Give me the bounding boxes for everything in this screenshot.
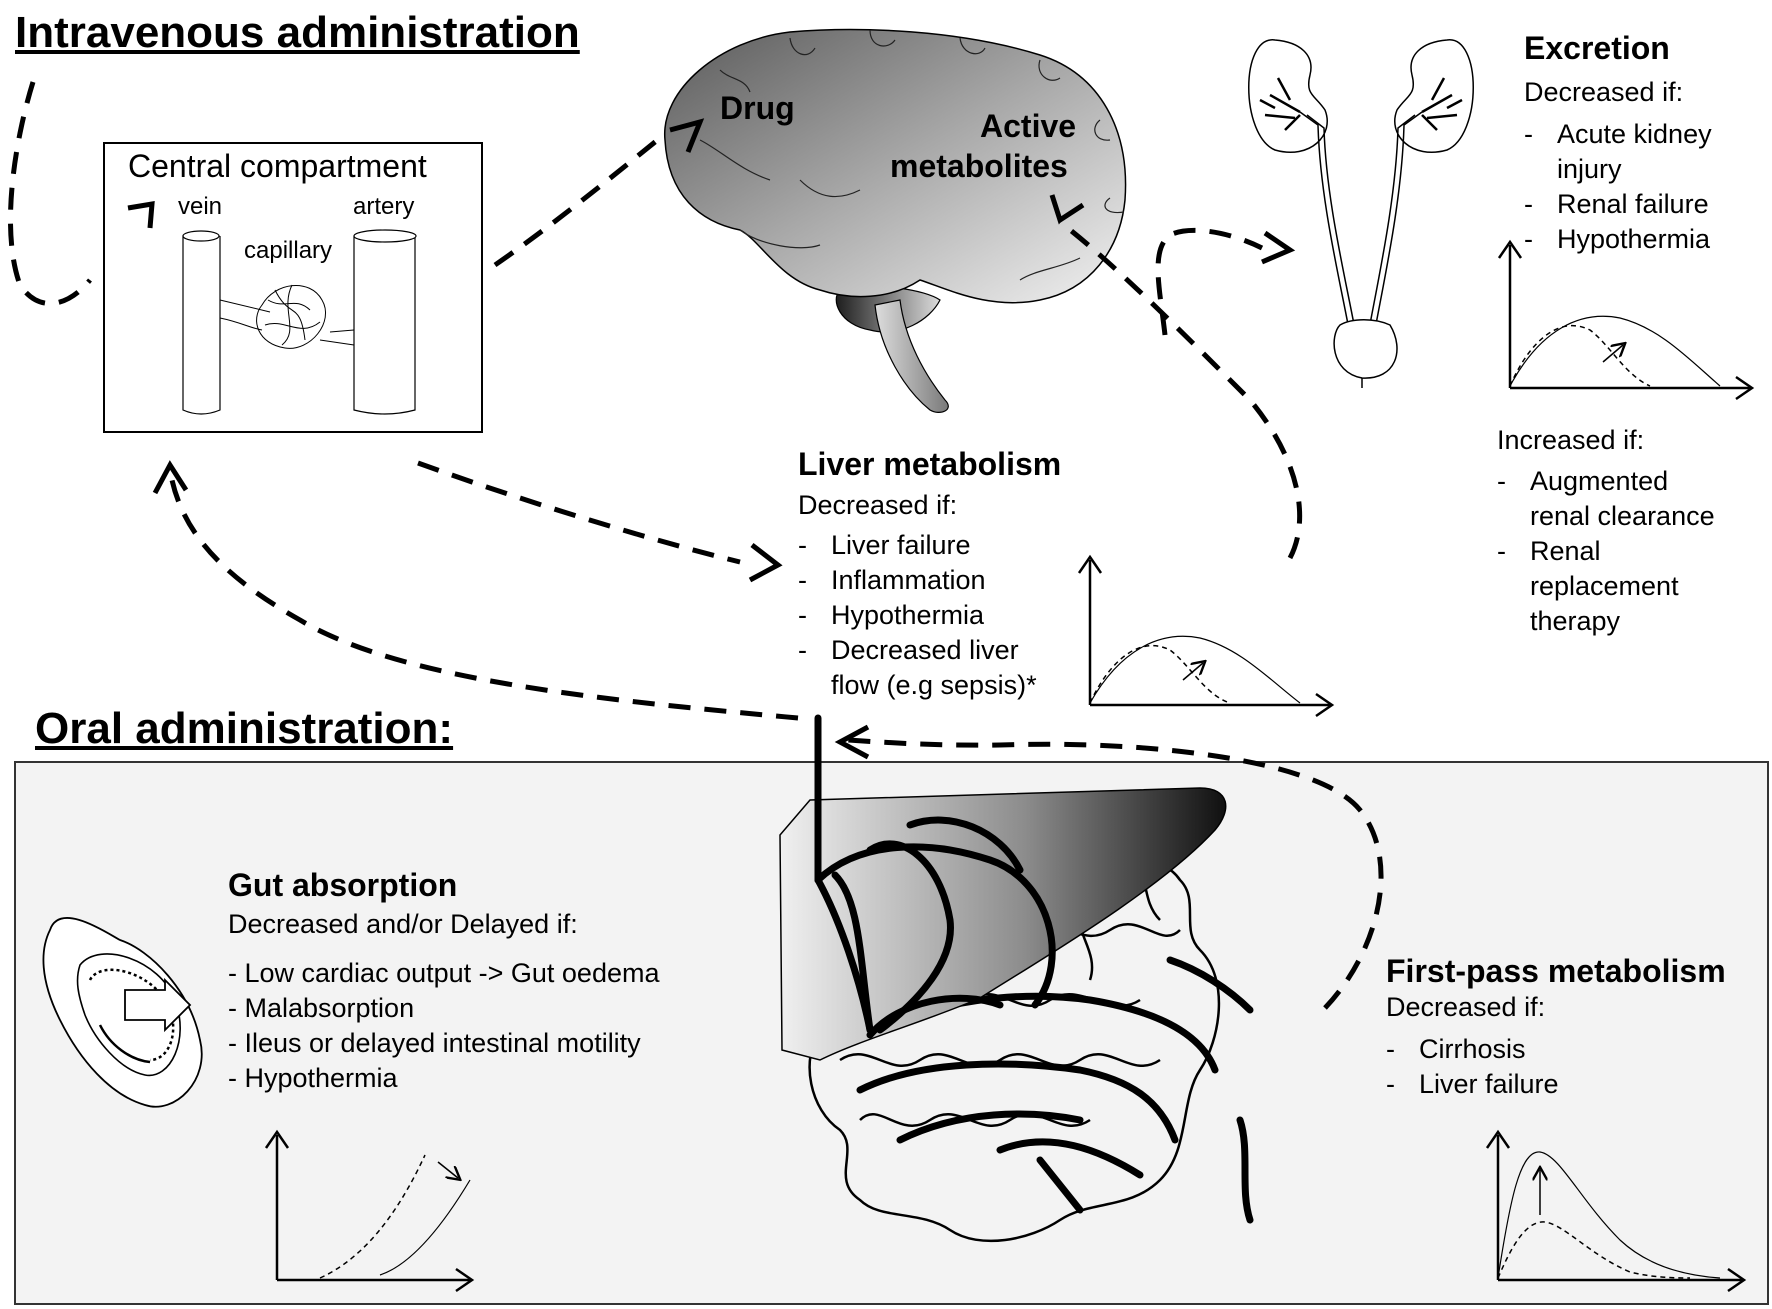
vein-label: vein <box>178 193 223 220</box>
kidney-illustration <box>1248 39 1474 388</box>
compartment-title: Central compartment <box>128 148 427 184</box>
gut-item-hypothermia: - Hypothermia <box>228 1063 398 1093</box>
excretion-item-hypothermia: Hypothermia <box>1557 224 1711 254</box>
excretion-item-renal-failure: Renal failure <box>1557 189 1709 219</box>
pk-curve-firstpass <box>1485 1129 1747 1293</box>
liver-item-sepsis: flow (e.g sepsis)* <box>831 670 1037 700</box>
pk-curve-excretion <box>1497 239 1755 401</box>
pk-curve-liver <box>1077 554 1335 718</box>
excretion-item-renal: Renal <box>1530 536 1601 566</box>
arrow-iv-to-compartment <box>7 81 92 306</box>
first-pass-heading: Decreased if: <box>1386 992 1546 1022</box>
intravenous-title: Intravenous administration <box>15 8 580 57</box>
excretion-decreased-list: -Acute kidney injury -Renal failure -Hyp… <box>1524 119 1712 254</box>
excretion-increased-heading: Increased if: <box>1497 425 1645 455</box>
brain-metabolites-line1: Active <box>980 108 1077 144</box>
arrow-firstpass-to-liver <box>847 737 1384 1010</box>
gut-absorption-heading: Decreased and/or Delayed if: <box>228 909 578 939</box>
brain-drug-label: Drug <box>720 90 795 126</box>
excretion-item-replacement: replacement <box>1530 571 1679 601</box>
excretion-decreased-heading: Decreased if: <box>1524 77 1684 107</box>
gut-item-cardiac-output: - Low cardiac output -> Gut oedema <box>228 958 660 988</box>
excretion-item-injury: injury <box>1557 154 1622 184</box>
gut-item-ileus: - Ileus or delayed intestinal motility <box>228 1028 641 1058</box>
liver-illustration <box>779 714 1227 1061</box>
liver-metabolism-list: -Liver failure -Inflammation -Hypothermi… <box>798 530 1037 700</box>
excretion-item-augmented: Augmented <box>1530 466 1669 496</box>
arrowheads <box>127 118 1296 760</box>
excretion-item-therapy: therapy <box>1530 606 1621 636</box>
vein-vessel <box>182 230 221 415</box>
liver-metabolism-heading: Decreased if: <box>798 490 958 520</box>
oral-title: Oral administration: <box>35 704 454 753</box>
pk-curve-gut <box>264 1129 475 1293</box>
gut-wall-illustration <box>42 917 203 1108</box>
artery-label: artery <box>353 193 415 220</box>
kidney-calyces <box>1259 77 1463 131</box>
liver-item-inflammation: Inflammation <box>831 565 986 595</box>
artery-vessel <box>353 229 417 415</box>
liver-item-hypothermia: Hypothermia <box>831 600 985 630</box>
brain-illustration <box>664 28 1127 413</box>
excretion-increased-list: -Augmented renal clearance -Renal replac… <box>1497 466 1715 636</box>
first-pass-title: First-pass metabolism <box>1386 953 1726 989</box>
pathway-arrows <box>7 81 1384 1010</box>
capillary-label: capillary <box>244 237 333 264</box>
brain-metabolites-line2: metabolites <box>890 148 1068 184</box>
excretion-title: Excretion <box>1524 30 1670 66</box>
liver-item-decreased-flow: Decreased liver <box>831 635 1019 665</box>
gut-item-malabsorption: - Malabsorption <box>228 993 415 1023</box>
first-pass-item-liver-failure: Liver failure <box>1419 1069 1559 1099</box>
arrow-liver-to-compartment <box>167 469 799 721</box>
arrow-to-excretion <box>1155 227 1264 336</box>
liver-item-liver-failure: Liver failure <box>831 530 971 560</box>
arrow-liver-to-brain <box>1058 220 1303 560</box>
first-pass-list: -Cirrhosis -Liver failure <box>1386 1034 1559 1099</box>
central-compartment-box <box>103 142 483 433</box>
first-pass-item-cirrhosis: Cirrhosis <box>1419 1034 1526 1064</box>
gut-absorption-list: - Low cardiac output -> Gut oedema - Mal… <box>228 956 660 1096</box>
gut-absorption-title: Gut absorption <box>228 867 458 903</box>
liver-metabolism-title: Liver metabolism <box>798 446 1062 482</box>
excretion-item-renal-clearance: renal clearance <box>1530 501 1715 531</box>
arrow-compartment-to-brain <box>493 136 662 268</box>
excretion-item-acute-kidney: Acute kidney <box>1557 119 1712 149</box>
capillary-bed <box>219 284 355 349</box>
arrow-compartment-to-liver <box>417 460 741 565</box>
